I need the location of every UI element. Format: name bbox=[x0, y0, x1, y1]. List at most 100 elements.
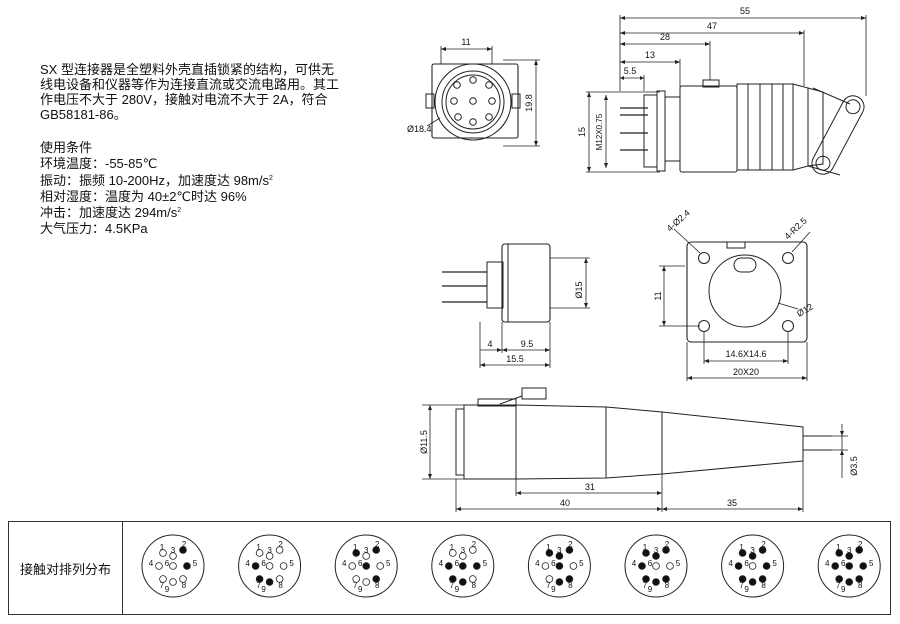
pin-4 bbox=[541, 562, 550, 570]
pin-9 bbox=[845, 578, 853, 586]
pin-number: 6 bbox=[648, 559, 653, 568]
dim-front-dia: Ø18.4 bbox=[407, 124, 432, 134]
pin-1 bbox=[448, 549, 457, 557]
condition-pressure: 大气压力：4.5KPa bbox=[40, 221, 148, 237]
pin-number: 6 bbox=[455, 559, 460, 568]
pin-7 bbox=[545, 575, 554, 583]
dim-side-15: 15 bbox=[577, 127, 587, 137]
dim-side-28: 28 bbox=[660, 32, 670, 42]
pin-number: 5 bbox=[193, 559, 198, 568]
pin-2 bbox=[758, 546, 767, 554]
pin-6 bbox=[845, 562, 853, 570]
pin-2 bbox=[468, 546, 477, 554]
pin-number: 4 bbox=[825, 559, 830, 568]
pin-layout-outline bbox=[238, 534, 302, 598]
pin-number: 5 bbox=[579, 559, 584, 568]
condition-vibration: 振动：振频 10-200Hz，加速度达 98m/s2 bbox=[40, 173, 273, 189]
pin-2 bbox=[855, 546, 863, 554]
pin-4 bbox=[638, 562, 646, 570]
pin-number: 6 bbox=[744, 559, 749, 568]
pin-number: 8 bbox=[568, 581, 573, 590]
pin-4 bbox=[251, 562, 260, 570]
pin-number: 5 bbox=[676, 559, 681, 568]
pin-number: 2 bbox=[568, 540, 573, 549]
dim-plug-cable: Ø3.5 bbox=[849, 456, 859, 476]
conditions-title: 使用条件 bbox=[40, 140, 93, 155]
pin-layout-outline bbox=[334, 534, 398, 598]
pin-7 bbox=[738, 575, 747, 583]
pin-6 bbox=[748, 562, 757, 570]
pin-8 bbox=[372, 575, 381, 583]
pin-number: 2 bbox=[278, 540, 283, 549]
pin-2 bbox=[662, 546, 670, 554]
pin-3 bbox=[362, 552, 371, 560]
pin-number: 1 bbox=[739, 543, 744, 552]
dim-socket-15-5: 15.5 bbox=[506, 354, 524, 364]
pin-9 bbox=[748, 578, 757, 586]
vibration-sup: 2 bbox=[269, 174, 273, 182]
dim-side-total: 55 bbox=[740, 6, 750, 16]
pin-9 bbox=[169, 578, 177, 586]
pin-2 bbox=[372, 546, 381, 554]
pin-9 bbox=[652, 578, 660, 586]
pin-4 bbox=[734, 562, 743, 570]
pin-layout-outline bbox=[527, 534, 591, 598]
pin-number: 7 bbox=[256, 581, 261, 590]
pin-number: 7 bbox=[353, 581, 358, 590]
dim-plug-35: 35 bbox=[727, 498, 737, 508]
pin-number: 4 bbox=[728, 559, 733, 568]
pin-1 bbox=[835, 549, 843, 557]
pin-number: 4 bbox=[535, 559, 540, 568]
side-view bbox=[586, 15, 867, 176]
pin-3 bbox=[748, 552, 757, 560]
pin-number: 9 bbox=[455, 585, 460, 594]
pin-number: 8 bbox=[665, 581, 670, 590]
pin-number: 7 bbox=[160, 581, 165, 590]
pin-6 bbox=[265, 562, 274, 570]
pin-2 bbox=[275, 546, 284, 554]
pin-9 bbox=[458, 578, 467, 586]
flange-view bbox=[659, 228, 811, 381]
pin-9 bbox=[362, 578, 371, 586]
pin-number: 1 bbox=[160, 543, 165, 552]
pin-5 bbox=[376, 562, 385, 570]
pin-4 bbox=[348, 562, 357, 570]
pin-8 bbox=[179, 575, 187, 583]
pin-number: 9 bbox=[841, 585, 846, 594]
pin-7 bbox=[159, 575, 167, 583]
pin-number: 1 bbox=[643, 543, 648, 552]
pin-number: 4 bbox=[342, 559, 347, 568]
pin-layout-outline bbox=[624, 534, 688, 598]
pin-number: 3 bbox=[364, 546, 369, 555]
pin-3 bbox=[169, 552, 177, 560]
dim-flange-holes: 4-Ø2.4 bbox=[665, 208, 692, 234]
contact-arrangement-table: 接触对排列分布 bbox=[8, 521, 891, 615]
pin-2 bbox=[179, 546, 187, 554]
pin-4 bbox=[155, 562, 163, 570]
pin-1 bbox=[738, 549, 747, 557]
pin-number: 5 bbox=[772, 559, 777, 568]
pin-number: 2 bbox=[182, 540, 187, 549]
pin-6 bbox=[555, 562, 564, 570]
dim-plug-31: 31 bbox=[585, 482, 595, 492]
pin-number: 3 bbox=[171, 546, 176, 555]
pin-number: 4 bbox=[149, 559, 154, 568]
pin-number: 5 bbox=[483, 559, 488, 568]
pin-number: 6 bbox=[551, 559, 556, 568]
pin-number: 6 bbox=[261, 559, 266, 568]
pin-9 bbox=[265, 578, 274, 586]
pin-3 bbox=[265, 552, 274, 560]
pin-3 bbox=[555, 552, 564, 560]
front-view bbox=[425, 46, 540, 147]
pin-8 bbox=[662, 575, 670, 583]
shock-sup: 2 bbox=[177, 207, 182, 215]
pin-number: 4 bbox=[439, 559, 444, 568]
pin-number: 8 bbox=[472, 581, 477, 590]
pin-number: 3 bbox=[654, 546, 659, 555]
pin-number: 3 bbox=[461, 546, 466, 555]
pin-7 bbox=[352, 575, 361, 583]
